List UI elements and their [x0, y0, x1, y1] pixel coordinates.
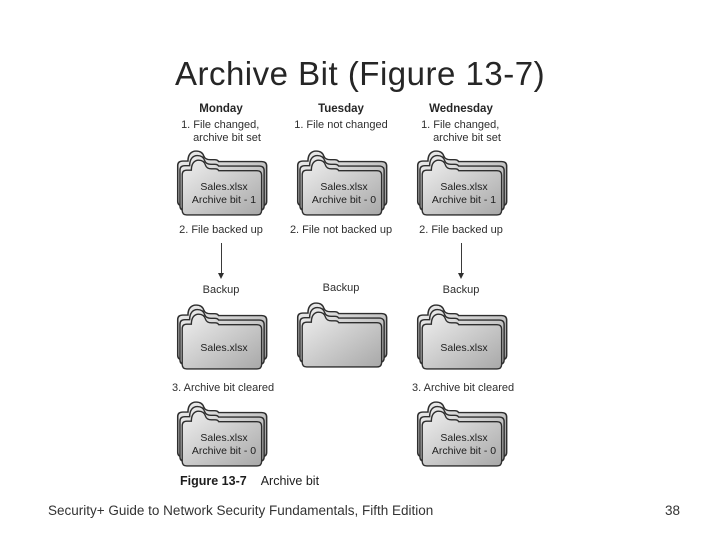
backup-label: Backup — [322, 282, 360, 294]
figure-caption: Figure 13-7 Archive bit — [180, 474, 319, 488]
folder-filename: Sales.xlsx — [200, 341, 248, 354]
step2-text: 2. File backed up — [179, 224, 263, 236]
folder-filename: Sales.xlsx — [440, 181, 488, 193]
figure-caption-text: Archive bit — [260, 474, 320, 488]
stacked-folder-icon: Sales.xlsx Archive bit - 0 — [294, 149, 388, 217]
stacked-folder-icon: Sales.xlsx Archive bit - 0 — [174, 400, 268, 468]
backup-label: Backup — [442, 284, 480, 296]
step2-text: 2. File not backed up — [289, 224, 393, 236]
folder-row-changed: Sales.xlsx Archive bit - 0 — [280, 147, 402, 221]
backup-folder-row — [280, 296, 402, 380]
footer-page-number: 38 — [664, 503, 680, 518]
step1-text: 1. File changed, archive bit set — [400, 119, 522, 147]
stacked-folder-icon: Sales.xlsx Archive bit - 1 — [414, 149, 508, 217]
folder-filename: Sales.xlsx — [440, 432, 488, 444]
down-arrow-head — [458, 273, 464, 279]
cleared-folder-row: Sales.xlsx Archive bit - 0 — [400, 398, 522, 472]
step3-text: 3. Archive bit cleared — [172, 382, 275, 394]
folder-row-changed: Sales.xlsx Archive bit - 1 — [400, 147, 522, 221]
backup-arrow — [160, 243, 282, 284]
backup-folder-row: Sales.xlsx — [160, 298, 282, 382]
cleared-folder-row: Sales.xlsx Archive bit - 0 — [160, 398, 282, 472]
step1-line1: 1. File changed, — [181, 119, 260, 131]
folder-archive-bit: Archive bit - 0 — [311, 194, 377, 206]
day-header: Wednesday — [429, 103, 493, 115]
diagram-column-wednesday: Wednesday 1. File changed, archive bit s… — [400, 103, 522, 472]
folder-archive-bit: Archive bit - 0 — [431, 445, 497, 457]
folder-archive-bit: Archive bit - 1 — [431, 194, 497, 206]
backup-folder-row: Sales.xlsx — [400, 298, 522, 382]
stacked-folder-icon: Sales.xlsx — [174, 303, 268, 371]
down-arrow-line — [460, 243, 462, 273]
folder-archive-bit: Archive bit - 0 — [191, 445, 257, 457]
diagram-column-monday: Monday 1. File changed, archive bit set … — [160, 103, 282, 472]
step1-line1: 1. File not changed — [294, 119, 388, 131]
stacked-folder-icon: Sales.xlsx Archive bit - 1 — [174, 149, 268, 217]
stacked-folder-icon — [294, 301, 388, 369]
step3-text — [280, 380, 402, 396]
no-arrow-spacer — [280, 241, 402, 282]
diagram-column-tuesday: Tuesday 1. File not changed Sales.xlsx A… — [280, 103, 402, 470]
step1-line2: archive bit set — [193, 132, 261, 144]
backup-arrow — [400, 243, 522, 284]
step1-line1: 1. File changed, — [421, 119, 500, 131]
folder-filename: Sales.xlsx — [320, 181, 368, 193]
folder-row-changed: Sales.xlsx Archive bit - 1 — [160, 147, 282, 221]
day-header: Tuesday — [318, 103, 364, 115]
folder-filename: Sales.xlsx — [200, 181, 248, 193]
stacked-folder-icon: Sales.xlsx — [414, 303, 508, 371]
folder-archive-bit: Archive bit - 1 — [191, 194, 257, 206]
figure-caption-label: Figure 13-7 — [180, 474, 247, 488]
step1-line2: archive bit set — [433, 132, 501, 144]
empty-folder-slot — [280, 396, 402, 470]
step1-text: 1. File changed, archive bit set — [160, 119, 282, 147]
slide-title: Archive Bit (Figure 13-7) — [174, 55, 546, 92]
down-arrow-head — [218, 273, 224, 279]
folder-filename: Sales.xlsx — [440, 341, 488, 354]
step2-text: 2. File backed up — [419, 224, 503, 236]
step1-text: 1. File not changed — [280, 119, 402, 147]
footer-book-title: Security+ Guide to Network Security Fund… — [48, 503, 434, 518]
day-header: Monday — [199, 103, 243, 115]
backup-label: Backup — [202, 284, 240, 296]
down-arrow-line — [220, 243, 222, 273]
stacked-folder-icon: Sales.xlsx Archive bit - 0 — [414, 400, 508, 468]
slide-footer: Security+ Guide to Network Security Fund… — [0, 503, 720, 518]
step3-text: 3. Archive bit cleared — [412, 382, 515, 394]
folder-filename: Sales.xlsx — [200, 432, 248, 444]
